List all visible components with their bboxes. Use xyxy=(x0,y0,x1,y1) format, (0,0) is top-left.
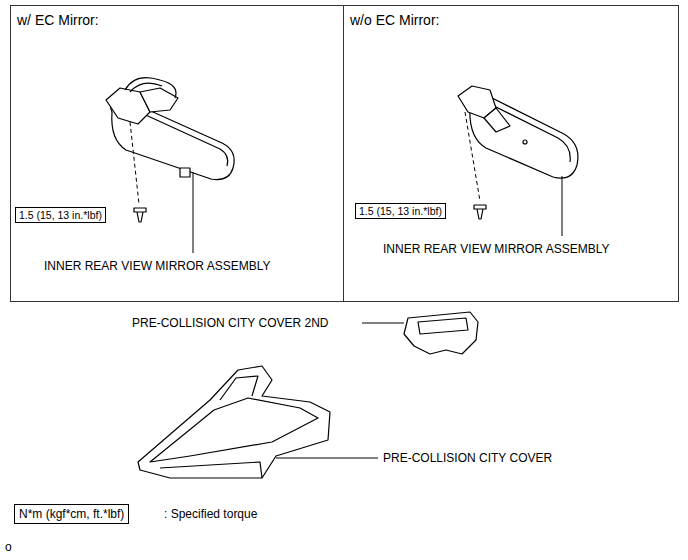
sensor xyxy=(180,168,190,177)
legend-box: N*m (kgf*cm, ft.*lbf) xyxy=(14,504,129,524)
wire xyxy=(125,78,176,98)
panel-heading: w/o EC Mirror: xyxy=(344,6,678,28)
mirror-arm xyxy=(484,108,510,132)
cover xyxy=(138,366,330,478)
screw xyxy=(474,205,486,219)
connector xyxy=(140,88,178,112)
part-name: INNER REAR VIEW MIRROR ASSEMBLY xyxy=(382,242,610,256)
note: o xyxy=(4,540,13,554)
dashed-line xyxy=(130,122,139,204)
leader-line xyxy=(362,323,404,324)
variant-panel: w/o EC Mirror: 1.5 (15, 13 in.*lbf) xyxy=(343,5,679,302)
wire xyxy=(130,83,162,92)
legend-text: : Specified torque xyxy=(163,507,258,521)
pivot xyxy=(523,140,527,144)
torque-value: 1.5 (15, 13 in.*lbf) xyxy=(359,205,442,217)
panel-heading: w/ EC Mirror: xyxy=(11,6,343,28)
torque-box: 1.5 (15, 13 in.*lbf) xyxy=(355,203,446,219)
leader-line xyxy=(562,176,563,236)
cover-detail xyxy=(160,462,262,478)
part-name: PRE-COLLISION CITY COVER xyxy=(382,451,553,465)
cover-2nd xyxy=(404,312,478,354)
torque-box: 1.5 (15, 13 in.*lbf) xyxy=(15,207,106,223)
leader-line xyxy=(276,458,378,459)
part-name: INNER REAR VIEW MIRROR ASSEMBLY xyxy=(43,259,271,273)
screw xyxy=(134,208,146,222)
leader-line xyxy=(193,172,194,253)
part-name: PRE-COLLISION CITY COVER 2ND xyxy=(131,316,330,330)
cover-detail xyxy=(150,398,318,462)
cover-2nd-detail xyxy=(418,318,468,334)
torque-value: N*m (kgf*cm, ft.*lbf) xyxy=(19,507,124,521)
variant-panel: w/ EC Mirror: 1.5 (15, 13 in.*lbf) xyxy=(10,5,344,302)
dashed-line xyxy=(465,112,480,201)
cover-detail xyxy=(220,376,258,400)
torque-value: 1.5 (15, 13 in.*lbf) xyxy=(19,209,102,221)
